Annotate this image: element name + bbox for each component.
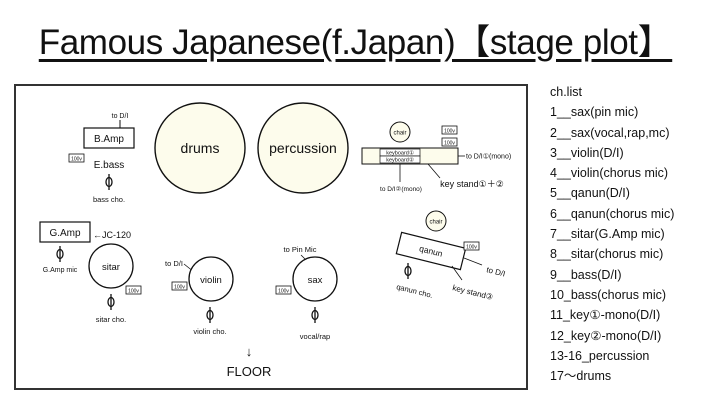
stage-plot: to D/I B.Amp 100v E.bass bass cho. drums…	[14, 84, 528, 390]
qanun-chorus-label: qanun cho.	[396, 282, 434, 300]
key-stand-12-pointer	[427, 163, 441, 179]
key-stand-3-label: key stand③	[452, 283, 494, 302]
key-stand-3-pointer	[451, 265, 463, 281]
channel-item: 9__bass(D/I)	[550, 267, 622, 282]
keyboard-chair-label: chair	[393, 131, 406, 137]
guitar-amp-box	[39, 221, 91, 243]
channel-item: 8__sitar(chorus mic)	[550, 247, 664, 262]
keyboard-outlet-badge-2	[441, 137, 458, 147]
keyboard-2-di-label: to D/I②(mono)	[380, 186, 422, 193]
guitar-amp-label: G.Amp	[49, 228, 81, 239]
sitar-outlet-badge	[125, 285, 142, 295]
qanun-to-di-label: to D/I	[486, 265, 507, 278]
channel-item: 10_bass(chorus mic)	[550, 287, 667, 302]
sitar-outlet-label: 100v	[128, 289, 139, 295]
keyboard-1-di-label: to D/I①(mono)	[466, 153, 511, 161]
keyboard-2-box	[379, 155, 421, 164]
keyboard-outlet-label-1: 100v	[444, 129, 455, 135]
qanun-group: qanun	[395, 231, 467, 271]
floor-arrow: ↓	[246, 344, 253, 359]
sax-to-pin-mic-label: to Pin Mic	[284, 245, 317, 254]
channel-item: 5__qanun(D/I)	[550, 186, 630, 201]
keyboard-outlet-badge-1	[441, 125, 458, 135]
bass-amp-label: B.Amp	[94, 134, 124, 145]
bass-amp-box	[83, 127, 135, 149]
drums-label: drums	[181, 140, 220, 156]
channel-item: 3__violin(D/I)	[550, 145, 624, 160]
bamp-to-di-label: to D/I	[112, 113, 129, 120]
percussion-label: percussion	[269, 140, 337, 156]
floor-label: FLOOR	[227, 364, 272, 379]
channel-item: 12_key②-mono(D/I)	[550, 328, 662, 343]
sitar-circle	[88, 243, 134, 289]
ebass-label: E.bass	[94, 160, 125, 171]
qanun-box	[395, 231, 467, 271]
violin-label: violin	[200, 275, 222, 286]
qanun-chair-circle	[425, 210, 447, 232]
power-outlet-badge	[68, 153, 85, 163]
keyboard-2-label: keyboard②	[386, 157, 414, 164]
guitar-amp-mic-label: G.Amp mic	[43, 267, 78, 274]
sitar-chorus-mic-icon	[107, 293, 115, 311]
channel-list-header: ch.list	[550, 85, 582, 99]
drums-circle	[154, 102, 246, 194]
channel-item: 6__qanun(chorus mic)	[550, 206, 675, 221]
bass-chorus-mic-icon	[105, 173, 113, 191]
channel-item: 13-16_percussion	[550, 348, 650, 363]
keyboard-outlet-label-2: 100v	[444, 141, 455, 147]
violin-outlet-badge	[171, 281, 188, 291]
channel-item: 4__violin(chorus mic)	[550, 166, 669, 181]
key-stand-12-label: key stand①＋②	[440, 179, 504, 189]
vocal-rap-label: vocal/rap	[300, 332, 330, 341]
qanun-cable	[463, 257, 483, 266]
channel-item: 11_key①-mono(D/I)	[550, 308, 661, 323]
violin-outlet-label: 100v	[174, 285, 185, 291]
sax-outlet-label: 100v	[278, 289, 289, 295]
power-outlet-label: 100v	[71, 157, 82, 163]
channel-item: 2__sax(vocal,rap,mc)	[550, 125, 670, 140]
stage-plot-drawing: to D/I B.Amp 100v E.bass bass cho. drums…	[39, 102, 511, 379]
sax-label: sax	[308, 275, 323, 286]
qanun-chair-label: chair	[429, 220, 442, 226]
channel-list: ch.list 1__sax(pin mic) 2__sax(vocal,rap…	[550, 82, 710, 386]
bass-chorus-label: bass cho.	[93, 195, 125, 204]
channel-item: 1__sax(pin mic)	[550, 105, 639, 120]
sax-circle	[292, 256, 338, 302]
qanun-outlet-badge	[463, 241, 480, 251]
violin-chorus-mic-icon	[206, 306, 214, 324]
violin-to-di-label: to D/I	[165, 259, 183, 268]
keyboard-1-label: keyboard①	[386, 151, 414, 157]
violin-chorus-label: violin cho.	[193, 327, 226, 336]
vocal-rap-mic-icon	[311, 306, 319, 324]
sitar-label: sitar	[102, 262, 120, 273]
qanun-chorus-mic-icon	[404, 262, 412, 280]
violin-circle	[188, 256, 234, 302]
percussion-circle	[257, 102, 349, 194]
sitar-chorus-label: sitar cho.	[96, 315, 126, 324]
jc120-label: ←JC-120	[93, 230, 131, 240]
keyboard-chair-circle	[389, 121, 411, 143]
channel-item: 17～drums	[550, 369, 612, 384]
qanun-outlet-label: 100v	[466, 245, 477, 251]
sax-outlet-badge	[275, 285, 292, 295]
guitar-amp-mic-icon	[56, 245, 64, 263]
channel-item: 7__sitar(G.Amp mic)	[550, 227, 665, 242]
page-title: Famous Japanese(f.Japan)【stage plot】	[38, 23, 673, 62]
